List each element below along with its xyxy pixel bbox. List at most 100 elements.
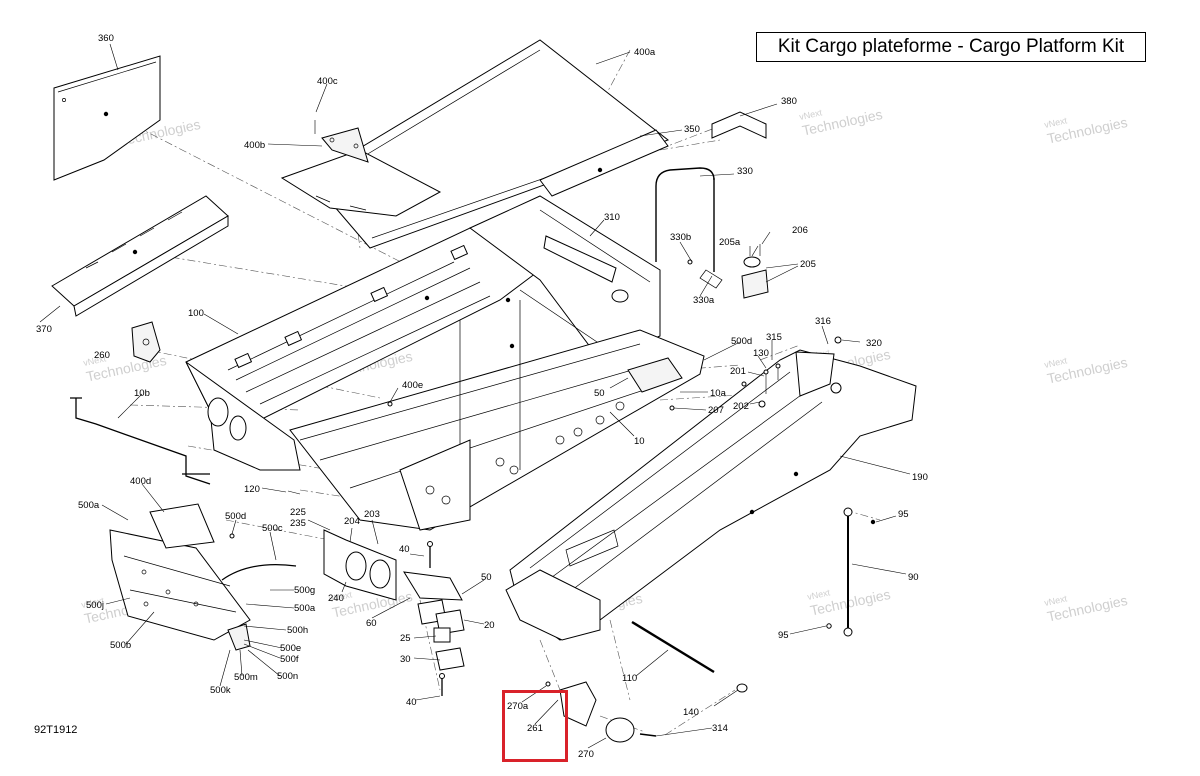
part-190-side-rail xyxy=(505,349,917,641)
callout-270a: 270a xyxy=(507,701,529,712)
callout-500j: 500j xyxy=(86,600,104,611)
callout-360: 360 xyxy=(98,33,114,44)
callout-370: 370 xyxy=(36,324,52,335)
callout-100: 100 xyxy=(188,308,204,319)
callout-260: 260 xyxy=(94,350,110,361)
watermark-text: vNext xyxy=(798,107,823,122)
callout-40: 40 xyxy=(399,544,410,555)
part-350-pad xyxy=(539,129,669,197)
callout-270: 270 xyxy=(578,749,594,760)
callout-500b: 500b xyxy=(110,640,131,651)
callout-10b: 10b xyxy=(134,388,150,399)
callout-261: 261 xyxy=(527,723,543,734)
callout-320: 320 xyxy=(866,338,882,349)
callout-500e: 500e xyxy=(280,643,301,654)
part-500-latch-assembly xyxy=(109,503,297,651)
callout-202: 202 xyxy=(733,401,749,412)
callout-25: 25 xyxy=(400,633,411,644)
callout-30: 30 xyxy=(400,654,411,665)
callout-140: 140 xyxy=(683,707,699,718)
part-330-handle xyxy=(655,167,723,289)
callout-10a: 10a xyxy=(710,388,727,399)
callout-207: 207 xyxy=(708,405,724,416)
watermark-text: vNext xyxy=(80,595,105,610)
callout-500c: 500c xyxy=(262,523,283,534)
callout-205: 205 xyxy=(800,259,816,270)
part-110-rod xyxy=(631,620,715,674)
part-60-bracket xyxy=(403,541,463,601)
callout-90: 90 xyxy=(908,572,919,583)
part-205-bracket xyxy=(741,244,769,299)
callout-500d-lower: 500d xyxy=(225,511,246,522)
part-10-frame xyxy=(289,300,705,531)
highlight-box[interactable] xyxy=(502,690,568,762)
callout-500g: 500g xyxy=(294,585,315,596)
callout-130: 130 xyxy=(753,348,769,359)
callout-235: 235 xyxy=(290,518,306,529)
callout-95-lower: 95 xyxy=(778,630,789,641)
callout-500f: 500f xyxy=(280,654,299,665)
callout-500m: 500m xyxy=(234,672,258,683)
callout-240: 240 xyxy=(328,593,344,604)
callout-400e: 400e xyxy=(402,380,423,391)
callout-314: 314 xyxy=(712,723,728,734)
callout-316: 316 xyxy=(815,316,831,327)
part-10b-bar xyxy=(70,397,211,485)
callout-120: 120 xyxy=(244,484,260,495)
callout-400d: 400d xyxy=(130,476,151,487)
part-260-hinge xyxy=(131,321,161,363)
callout-10: 10 xyxy=(634,436,645,447)
part-360-side-panel xyxy=(53,55,161,181)
callout-500a: 500a xyxy=(78,500,100,511)
callout-310: 310 xyxy=(604,212,620,223)
sheet-code: 92T1912 xyxy=(34,724,78,736)
callout-400a: 400a xyxy=(634,47,656,58)
callout-500h: 500h xyxy=(287,625,308,636)
callout-330a: 330a xyxy=(693,295,715,306)
part-225-lamp-plate xyxy=(323,529,397,601)
callout-330: 330 xyxy=(737,166,753,177)
part-310-front-wall xyxy=(469,195,661,361)
callout-500a-right: 500a xyxy=(294,603,316,614)
callout-50: 50 xyxy=(594,388,605,399)
callout-500k: 500k xyxy=(210,685,231,696)
part-270-cap xyxy=(545,681,748,743)
callout-203: 203 xyxy=(364,509,380,520)
callout-206: 206 xyxy=(792,225,808,236)
diagram-title: Kit Cargo plateforme - Cargo Platform Ki… xyxy=(756,32,1146,62)
watermark-text: vNext xyxy=(328,589,353,604)
watermark-text: vNext xyxy=(1043,593,1068,608)
callout-20: 20 xyxy=(484,620,495,631)
callout-350: 350 xyxy=(684,124,700,135)
callout-400c: 400c xyxy=(317,76,338,87)
callout-330b: 330b xyxy=(670,232,691,243)
callout-60: 60 xyxy=(366,618,377,629)
callout-204: 204 xyxy=(344,516,360,527)
callout-50-lower: 50 xyxy=(481,572,492,583)
callout-110: 110 xyxy=(622,673,637,684)
part-20-clamp-stack xyxy=(417,599,465,696)
part-400c-bracket xyxy=(314,120,369,163)
callout-95: 95 xyxy=(898,509,909,520)
watermark-text: vNext xyxy=(806,587,831,602)
callout-400b: 400b xyxy=(244,140,265,151)
watermark-text: vNext xyxy=(82,353,107,368)
watermark-text: vNext xyxy=(1043,355,1068,370)
leader-lines xyxy=(39,43,911,749)
part-370-deflector xyxy=(51,195,229,317)
callout-380: 380 xyxy=(781,96,797,107)
part-380-clip xyxy=(711,111,767,139)
part-90-strut xyxy=(843,507,853,637)
callout-500n: 500n xyxy=(277,671,298,682)
part-100-cargo-bed xyxy=(185,227,581,471)
callout-225: 225 xyxy=(290,507,306,518)
callout-190: 190 xyxy=(912,472,928,483)
callout-315: 315 xyxy=(766,332,782,343)
callout-201: 201 xyxy=(730,366,746,377)
callout-40-lower: 40 xyxy=(406,697,417,708)
watermark-text: vNext xyxy=(1043,115,1068,130)
callout-500d: 500d xyxy=(731,336,752,347)
callout-205a: 205a xyxy=(719,237,741,248)
